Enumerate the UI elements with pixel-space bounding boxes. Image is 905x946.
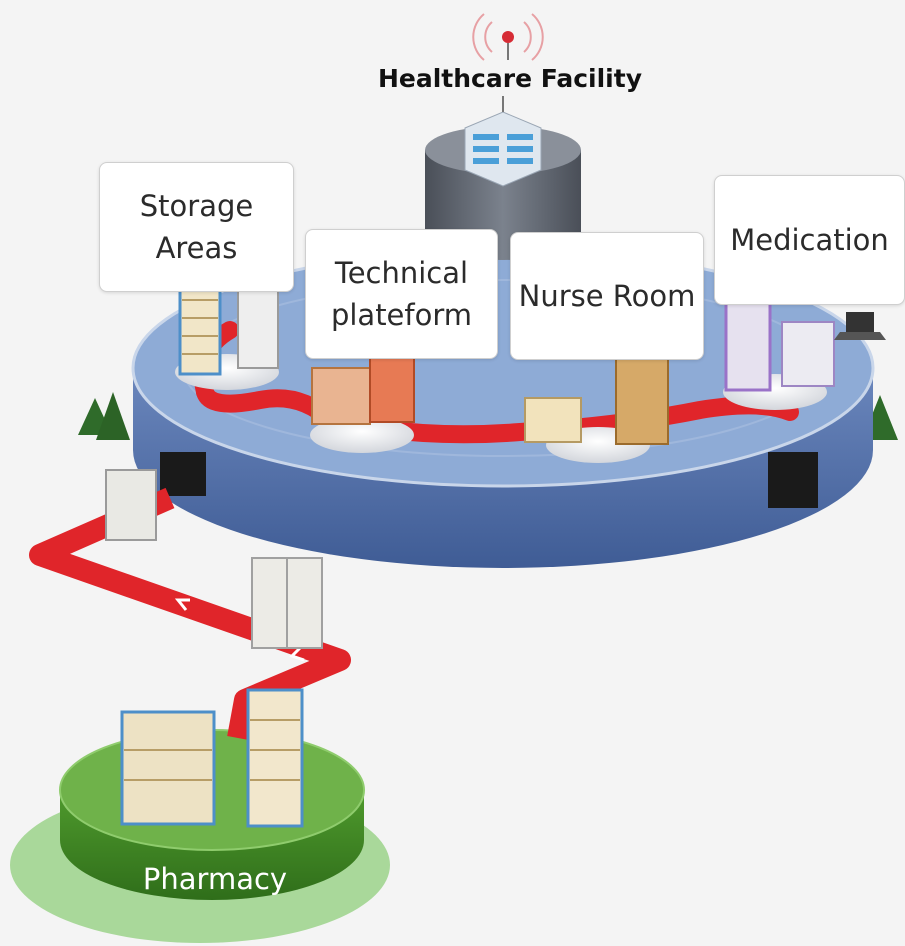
- laptop-icon: [834, 312, 886, 340]
- platform-door-right: [768, 452, 818, 508]
- medical-cart-icon: [178, 279, 835, 445]
- page-title: Healthcare Facility: [377, 64, 642, 93]
- zone-label-nurse: Nurse Room: [510, 232, 704, 360]
- zone-label-medication: Medication: [714, 175, 905, 305]
- technical-disc: [310, 417, 414, 453]
- medical-cart-icon: [105, 469, 323, 828]
- platform-door-left: [160, 452, 206, 496]
- zone-label-storage: Storage Areas: [99, 162, 294, 292]
- zone-label-technical: Technical plateform: [305, 229, 498, 359]
- pharmacy-label: Pharmacy: [142, 862, 288, 896]
- wifi-signal-icon: [472, 13, 544, 61]
